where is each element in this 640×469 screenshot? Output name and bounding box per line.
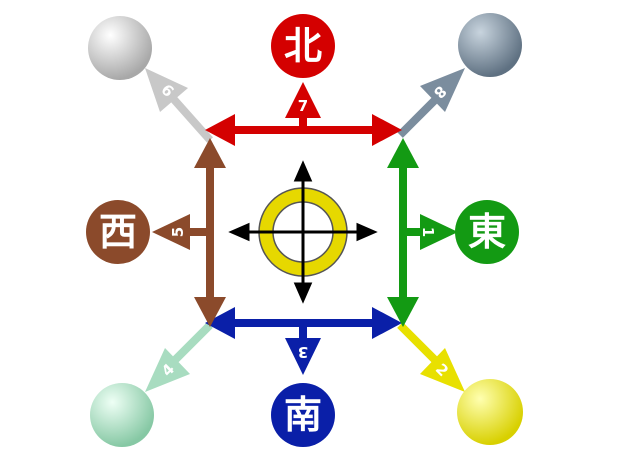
arrow-southwest: 4: [145, 322, 213, 392]
sphere-northwest: [88, 16, 152, 80]
sphere-east: 東: [455, 200, 519, 264]
number-7: 7: [298, 97, 308, 115]
sphere-southeast: [457, 379, 523, 445]
number-5: 5: [169, 227, 187, 237]
arrow-northeast: 8: [397, 68, 465, 138]
sphere-west: 西: [86, 200, 150, 264]
arrow-west-vertical: 5: [152, 138, 226, 327]
arrow-south-horizontal: 3: [205, 307, 402, 375]
arrow-east-vertical: 1: [387, 138, 458, 327]
sphere-northeast: [458, 13, 522, 77]
sphere-north: 北: [271, 14, 335, 78]
arrow-north-horizontal: 7: [205, 82, 402, 146]
arrow-northwest: 9: [145, 68, 213, 143]
label-north: 北: [284, 24, 322, 68]
sphere-south: 南: [271, 383, 335, 447]
center-cross: [228, 160, 378, 304]
number-3: 3: [298, 343, 308, 361]
label-south: 南: [284, 393, 322, 437]
label-east: 東: [468, 210, 506, 254]
number-1: 1: [419, 227, 437, 237]
arrow-southeast: 2: [397, 322, 465, 392]
sphere-southwest: [90, 383, 154, 447]
label-west: 西: [99, 210, 137, 254]
